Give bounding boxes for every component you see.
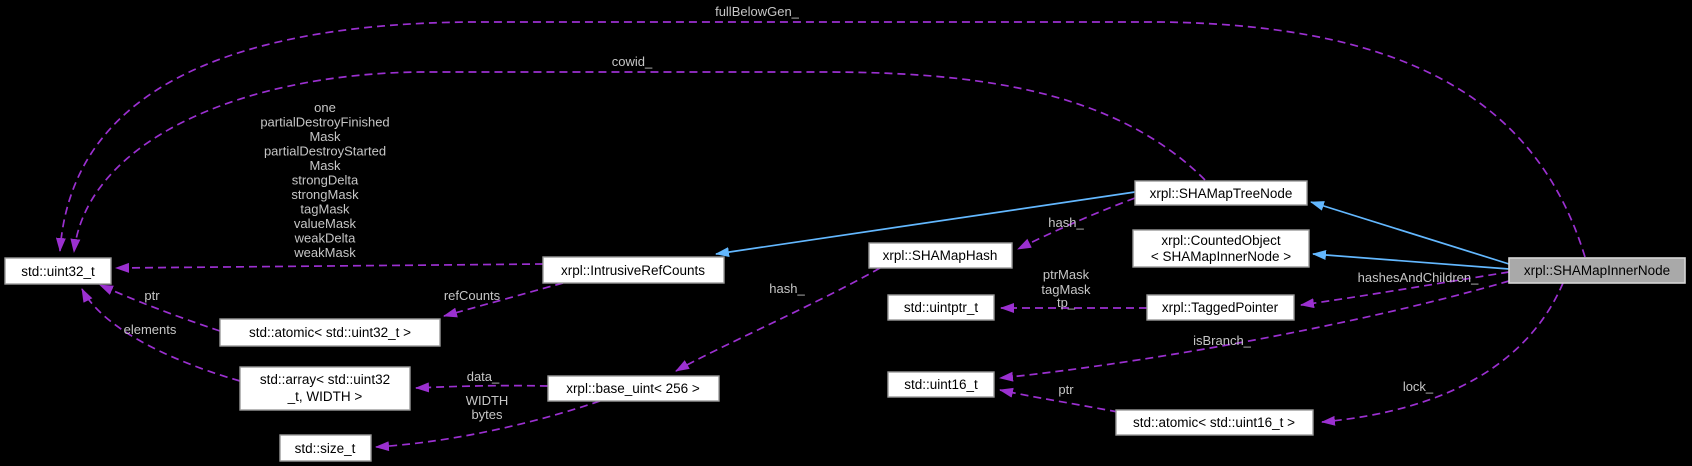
edge-hashesAndChildren bbox=[1300, 271, 1510, 309]
label-ptr-left: ptr bbox=[144, 288, 160, 303]
svg-text:xrpl::SHAMapTreeNode: xrpl::SHAMapTreeNode bbox=[1150, 186, 1293, 201]
label-lock: lock_ bbox=[1403, 379, 1434, 394]
svg-text:partialDestroyFinished: partialDestroyFinished bbox=[260, 115, 389, 130]
node-std-atomic-uint32[interactable]: std::atomic< std::uint32_t > bbox=[219, 318, 441, 347]
label-data: data_ bbox=[467, 369, 500, 384]
svg-text:std::atomic< std::uint16_t >: std::atomic< std::uint16_t > bbox=[1133, 415, 1295, 430]
svg-text:xrpl::CountedObject: xrpl::CountedObject bbox=[1161, 233, 1281, 248]
svg-text:std::size_t: std::size_t bbox=[295, 441, 356, 456]
edge-mask-constants bbox=[115, 262, 544, 273]
svg-text:xrpl::IntrusiveRefCounts: xrpl::IntrusiveRefCounts bbox=[561, 263, 705, 278]
svg-text:Mask: Mask bbox=[309, 158, 341, 173]
svg-text:std::uint32_t: std::uint32_t bbox=[21, 264, 95, 279]
edge-lock bbox=[1321, 282, 1564, 426]
svg-text:partialDestroyStarted: partialDestroyStarted bbox=[264, 144, 386, 159]
edge-ptr-right bbox=[999, 387, 1119, 413]
edge-fullBelowGen bbox=[55, 21, 1586, 258]
edge-cowid bbox=[70, 71, 1206, 253]
node-xrpl-taggedpointer[interactable]: xrpl::TaggedPointer bbox=[1146, 294, 1295, 321]
edge-isBranch bbox=[999, 280, 1510, 382]
svg-text:< SHAMapInnerNode >: < SHAMapInnerNode > bbox=[1151, 249, 1291, 264]
edge-inherit-treenode-intrusive bbox=[715, 191, 1136, 258]
node-std-size-t[interactable]: std::size_t bbox=[279, 434, 372, 462]
label-hash-lower: hash_ bbox=[769, 281, 805, 296]
node-std-uint16-t[interactable]: std::uint16_t bbox=[887, 371, 995, 398]
svg-text:bytes: bytes bbox=[471, 407, 503, 422]
svg-text:strongDelta: strongDelta bbox=[292, 173, 359, 188]
svg-text:tp_: tp_ bbox=[1057, 295, 1076, 310]
label-hashesAndChildren: hashesAndChildren_ bbox=[1358, 270, 1479, 285]
label-cowid: cowid_ bbox=[612, 54, 653, 69]
label-refCounts: refCounts bbox=[444, 288, 501, 303]
node-std-uint32-t[interactable]: std::uint32_t bbox=[4, 257, 112, 285]
edge-ptr-left bbox=[99, 284, 221, 332]
svg-text:tagMask: tagMask bbox=[300, 202, 350, 217]
svg-text:weakMask: weakMask bbox=[293, 245, 356, 260]
label-mask-constants: one partialDestroyFinished Mask partialD… bbox=[260, 100, 389, 260]
edge-elements bbox=[81, 288, 241, 382]
node-xrpl-shamaphash[interactable]: xrpl::SHAMapHash bbox=[868, 242, 1013, 269]
label-width-bytes: WIDTH bytes bbox=[466, 393, 509, 422]
edge-inherit-innernode-countedobject bbox=[1312, 250, 1510, 270]
node-std-atomic-uint16[interactable]: std::atomic< std::uint16_t > bbox=[1115, 409, 1314, 436]
label-ptrmask-tp: ptrMask tagMask tp_ bbox=[1041, 267, 1091, 310]
edge-hash-upper bbox=[1017, 197, 1136, 250]
label-elements: elements bbox=[124, 322, 177, 337]
svg-text:xrpl::TaggedPointer: xrpl::TaggedPointer bbox=[1162, 300, 1279, 315]
node-std-uintptr-t[interactable]: std::uintptr_t bbox=[887, 294, 995, 321]
svg-text:std::uint16_t: std::uint16_t bbox=[904, 377, 978, 392]
label-isBranch: isBranch_ bbox=[1193, 333, 1252, 348]
edge-inherit-innernode-treenode bbox=[1310, 201, 1510, 265]
node-xrpl-base-uint-256[interactable]: xrpl::base_uint< 256 > bbox=[547, 375, 720, 402]
node-std-array-uint32-width[interactable]: std::array< std::uint32 _t, WIDTH > bbox=[239, 366, 411, 411]
edge-hash-lower bbox=[675, 267, 881, 372]
edge-width-bytes bbox=[375, 400, 601, 452]
svg-text:xrpl::SHAMapInnerNode: xrpl::SHAMapInnerNode bbox=[1524, 263, 1670, 278]
node-xrpl-shamapinnernode[interactable]: xrpl::SHAMapInnerNode bbox=[1508, 257, 1686, 284]
svg-text:ptrMask: ptrMask bbox=[1043, 267, 1090, 282]
edge-data bbox=[415, 382, 549, 393]
svg-text:valueMask: valueMask bbox=[294, 216, 357, 231]
label-ptr-right: ptr bbox=[1058, 382, 1074, 397]
node-xrpl-countedobject-shamapinnernode[interactable]: xrpl::CountedObject < SHAMapInnerNode > bbox=[1132, 229, 1310, 268]
svg-text:Mask: Mask bbox=[309, 129, 341, 144]
svg-text:xrpl::SHAMapHash: xrpl::SHAMapHash bbox=[883, 248, 998, 263]
svg-text:xrpl::base_uint< 256 >: xrpl::base_uint< 256 > bbox=[566, 381, 700, 396]
node-xrpl-intrusiverefcounts[interactable]: xrpl::IntrusiveRefCounts bbox=[542, 256, 725, 284]
svg-text:one: one bbox=[314, 100, 336, 115]
node-xrpl-shamaptreenode[interactable]: xrpl::SHAMapTreeNode bbox=[1134, 180, 1308, 206]
svg-text:std::array< std::uint32: std::array< std::uint32 bbox=[260, 372, 390, 387]
svg-text:weakDelta: weakDelta bbox=[294, 231, 356, 246]
svg-text:_t, WIDTH >: _t, WIDTH > bbox=[287, 389, 363, 404]
svg-text:std::uintptr_t: std::uintptr_t bbox=[904, 300, 979, 315]
svg-text:tagMask: tagMask bbox=[1041, 282, 1091, 297]
label-fullBelowGen: fullBelowGen_ bbox=[715, 4, 800, 19]
label-hash-upper: hash_ bbox=[1048, 215, 1084, 230]
svg-text:WIDTH: WIDTH bbox=[466, 393, 509, 408]
svg-text:strongMask: strongMask bbox=[291, 187, 359, 202]
edge-refCounts bbox=[443, 282, 564, 318]
svg-text:std::atomic< std::uint32_t >: std::atomic< std::uint32_t > bbox=[249, 325, 411, 340]
